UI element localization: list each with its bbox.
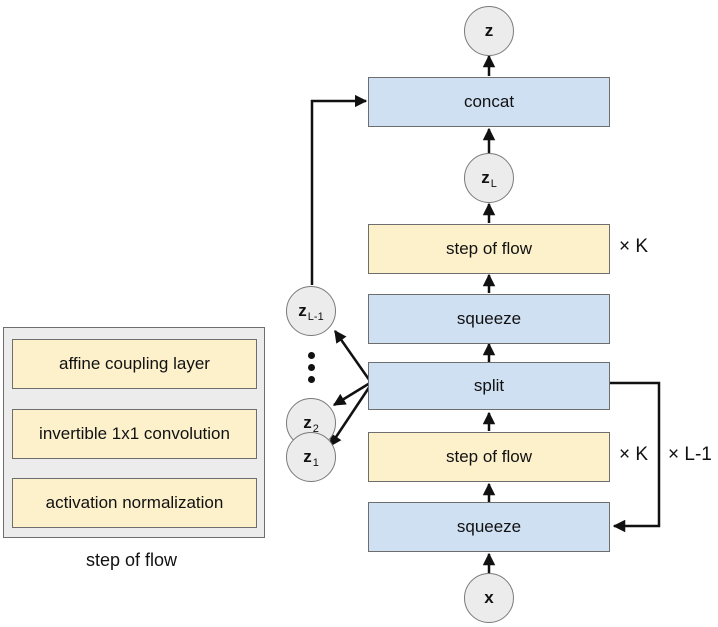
split-block: split <box>368 362 610 410</box>
top-step-of-flow-block: step of flow <box>368 224 610 274</box>
top-squeeze-block: squeeze <box>368 294 610 344</box>
arrow-split-to-z1 <box>328 385 372 448</box>
arrow-zL-1-to-concat <box>310 94 368 285</box>
arrow-split-to-z2 <box>332 381 371 407</box>
activation-normalization-block: activation normalization <box>12 478 257 528</box>
output-z-node: z <box>464 6 514 56</box>
ellipsis-dot <box>308 364 315 371</box>
ellipsis-dot <box>308 352 315 359</box>
top-step-repeat-label: × K <box>619 236 649 257</box>
bottom-squeeze-block: squeeze <box>368 502 610 552</box>
invertible-convolution-block: invertible 1x1 convolution <box>12 409 257 459</box>
arrow-loop-split-to-squeeze <box>610 381 661 533</box>
input-x-node: x <box>464 573 514 623</box>
arrow-split-to-zL-1 <box>333 329 372 382</box>
bottom-step-of-flow-block: step of flow <box>368 432 610 482</box>
concat-block: concat <box>368 77 610 127</box>
step-of-flow-caption: step of flow <box>86 550 178 570</box>
affine-coupling-layer-block: affine coupling layer <box>12 339 257 389</box>
ellipsis-dot <box>308 376 315 383</box>
outer-repeat-label: × L-1 <box>668 444 712 465</box>
bottom-step-repeat-label: × K <box>619 444 649 465</box>
